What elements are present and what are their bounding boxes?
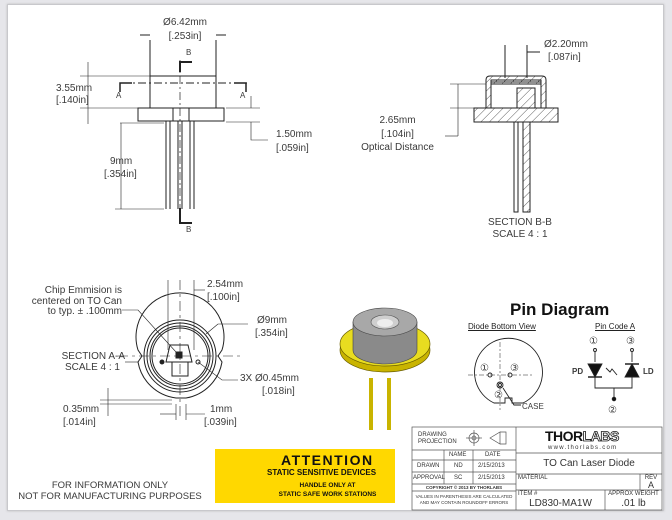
chip-note-line-3: to typ. ± .100mm <box>47 306 122 317</box>
section-bb-scale: SCALE 4 : 1 <box>492 229 548 240</box>
pin-code-label: Pin Code A <box>595 322 636 331</box>
aperture-diameter-mm: Ø2.20mm <box>544 39 588 50</box>
section-bb-title: SECTION B-B <box>488 217 552 228</box>
case-label: CASE <box>522 402 544 411</box>
pin-diameter-in: [.018in] <box>262 386 295 397</box>
projection-label-1: DRAWING <box>418 432 447 438</box>
projection-label-2: PROJECTION <box>418 439 457 445</box>
drawn-label: DRAWN <box>417 463 440 469</box>
can-height-in: [.140in] <box>56 95 89 106</box>
attention-line-2: STATIC SAFE WORK STATIONS <box>278 491 377 498</box>
website: www.thorlabs.com <box>548 445 618 451</box>
logo-labs: LABS <box>582 428 619 445</box>
laser-diode-3d-render <box>339 307 431 430</box>
flange-thickness-in: [.059in] <box>276 143 309 154</box>
copyright: COPYRIGHT © 2013 BY THORLABS <box>425 485 503 490</box>
drawing-title: TO Can Laser Diode <box>543 458 635 469</box>
pin-length-in: [.354in] <box>104 169 137 180</box>
drawn-date: 2/15/2013 <box>478 463 505 469</box>
bottom-pin-1: ① <box>480 363 489 374</box>
can-diameter-in: [.253in] <box>168 31 202 42</box>
thorlabs-logo: THORLABS <box>545 428 620 445</box>
chip-note-line-2: centered on TO Can <box>31 296 122 307</box>
can-diameter-mm: Ø6.42mm <box>163 17 207 28</box>
aperture-diameter-in: [.087in] <box>548 52 581 63</box>
logo-thor: THOR <box>545 428 583 444</box>
notch-width-in: [.039in] <box>204 417 237 428</box>
section-aa-scale: SCALE 4 : 1 <box>64 362 120 373</box>
pin-pitch-in: [.100in] <box>207 292 240 303</box>
photodiode-label: PD <box>572 367 584 376</box>
section-b-marker-top: B <box>186 48 192 57</box>
optical-distance-mm: 2.65mm <box>379 115 416 126</box>
attention-subtitle: STATIC SENSITIVE DEVICES <box>267 468 377 477</box>
values-note-1: VALUES IN PARENTHESIS ARE CALCULATED <box>415 494 513 499</box>
base-diameter-in: [.354in] <box>255 328 288 339</box>
side-view-drawing <box>80 34 268 224</box>
item-number: LD830-MA1W <box>529 498 592 509</box>
schematic-pin-1: ① <box>589 336 598 347</box>
laser-diode-label: LD <box>643 367 654 376</box>
notch-width-mm: 1mm <box>210 404 233 415</box>
approval-date: 2/15/2013 <box>478 475 505 481</box>
section-aa-title: SECTION A-A <box>61 351 125 362</box>
optical-distance-label: Optical Distance <box>361 142 434 153</box>
section-aa-drawing <box>100 280 248 420</box>
rev-value: A <box>647 480 654 490</box>
bottom-pin-3: ③ <box>510 363 519 374</box>
schematic-pin-2: ② <box>608 405 617 416</box>
title-block-grid <box>411 426 663 511</box>
diode-bottom-view-label: Diode Bottom View <box>468 322 536 331</box>
notch-depth-in: [.014in] <box>63 417 96 428</box>
material-label: MATERIAL <box>518 475 548 481</box>
section-a-marker-left: A <box>116 91 122 100</box>
bottom-pin-2: ② <box>494 390 503 401</box>
pin-pitch-mm: 2.54mm <box>207 279 244 290</box>
section-a-marker-right: A <box>240 91 246 100</box>
drawing-sheet <box>7 4 664 511</box>
can-height-mm: 3.55mm <box>56 83 93 94</box>
esd-attention-label: ATTENTION STATIC SENSITIVE DEVICES HANDL… <box>215 449 395 503</box>
schematic-pin-3: ③ <box>626 336 635 347</box>
disclaimer-line-1: FOR INFORMATION ONLY <box>51 480 169 491</box>
disclaimer-line-2: NOT FOR MANUFACTURING PURPOSES <box>18 491 202 502</box>
pin-diameter-mm: 3X Ø0.45mm <box>240 373 299 384</box>
rev-label: REV <box>644 475 658 481</box>
flange-thickness-mm: 1.50mm <box>276 129 313 140</box>
section-b-marker-bottom: B <box>186 225 192 234</box>
date-header: DATE <box>485 452 501 458</box>
drawn-name: ND <box>454 463 463 469</box>
section-bb-drawing <box>445 45 559 213</box>
item-label: ITEM # <box>518 491 538 497</box>
weight-value: .01 lb <box>621 498 646 509</box>
optical-distance-in: [.104in] <box>381 129 414 140</box>
pin-diagram-drawing <box>468 337 640 410</box>
name-header: NAME <box>449 452 467 458</box>
attention-line-1: HANDLE ONLY AT <box>299 482 356 489</box>
base-diameter-mm: Ø9mm <box>257 315 287 326</box>
notch-depth-mm: 0.35mm <box>63 404 100 415</box>
chip-note-line-1: Chip Emmision is <box>44 285 122 296</box>
attention-title: ATTENTION <box>281 452 374 468</box>
pin-length-mm: 9mm <box>110 156 133 167</box>
weight-label: APPROX WEIGHT <box>608 491 659 497</box>
approval-label: APPROVAL <box>413 475 445 481</box>
values-note-2: AND MAY CONTAIN ROUNDOFF ERRORS <box>419 500 509 505</box>
approval-name: SC <box>454 475 463 481</box>
pin-diagram-title: Pin Diagram <box>510 300 610 319</box>
